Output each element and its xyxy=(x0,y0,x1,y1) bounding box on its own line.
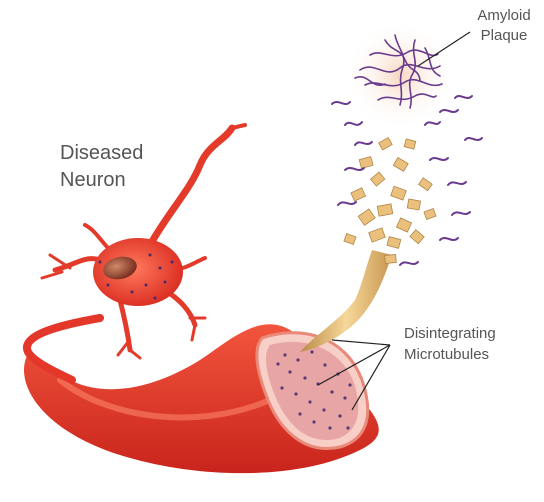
diseased-neuron-label-line-1: Diseased xyxy=(60,140,143,167)
amyloid-plaque-label-line-1: Amyloid xyxy=(472,6,536,26)
microtubule-fragments xyxy=(344,138,436,264)
disintegrating-microtubules-label: Disintegrating Microtubules xyxy=(404,323,496,365)
disintegrating-microtubules-label-line-2: Microtubules xyxy=(404,344,496,365)
microtubule-bundle xyxy=(300,138,436,352)
diseased-neuron-label-line-2: Neuron xyxy=(60,167,143,194)
microtubule-leader-line-1 xyxy=(332,340,390,345)
amyloid-plaque-label: Amyloid Plaque xyxy=(472,6,536,46)
disintegrating-microtubules-label-line-1: Disintegrating xyxy=(404,323,496,344)
amyloid-plaque-label-line-2: Plaque xyxy=(472,26,536,46)
diseased-neuron-label: Diseased Neuron xyxy=(60,140,143,194)
